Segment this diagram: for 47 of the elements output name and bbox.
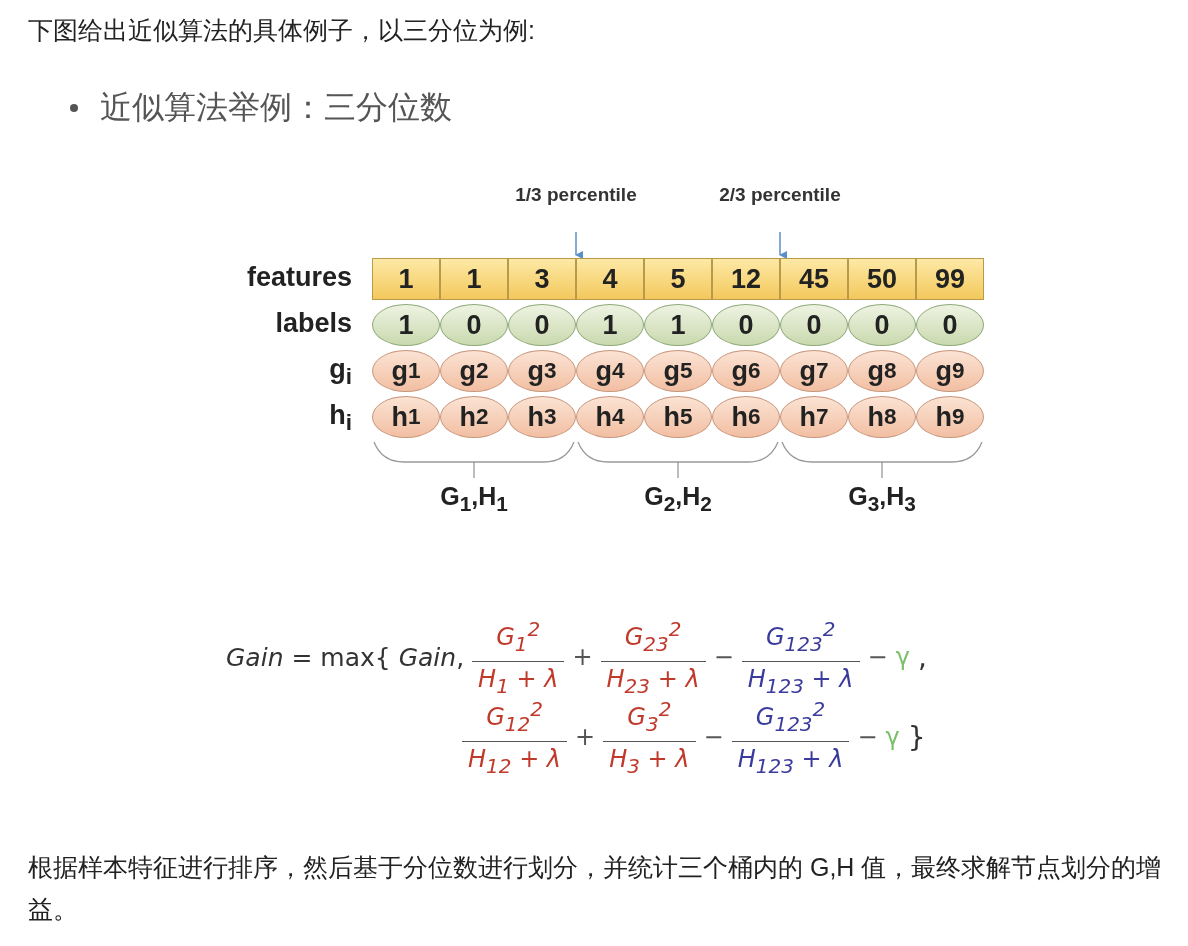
formula-symbol: γ	[885, 723, 900, 752]
label-oval: 0	[440, 304, 508, 346]
intro-text: 下图给出近似算法的具体例子，以三分位为例:	[28, 15, 535, 46]
label-oval: 0	[508, 304, 576, 346]
label-oval: 1	[576, 304, 644, 346]
feature-cell: 45	[780, 258, 848, 300]
summary-text: 根据样本特征进行排序，然后基于分位数进行划分，并统计三个桶内的 G,H 值，最终求解节点划分的增益。	[28, 852, 1163, 925]
label-oval: 1	[644, 304, 712, 346]
feature-cell: 1	[440, 258, 508, 300]
formula-operator: +	[572, 643, 593, 672]
formula-symbol: }	[907, 720, 926, 754]
formula-operator: −	[703, 723, 724, 752]
formula-denominator: H$_{3}$ + λ	[603, 740, 696, 783]
label-oval: 0	[780, 304, 848, 346]
group-label: G$_{2}$,H$_{2}$	[643, 482, 713, 516]
label-oval: 0	[712, 304, 780, 346]
formula-operator: −	[713, 643, 734, 672]
feature-cell: 50	[848, 258, 916, 300]
formula-text: Gain = max{ Gain,	[226, 642, 465, 672]
formula-symbol: γ	[895, 643, 910, 672]
row-label: h$_{i}$	[328, 400, 352, 437]
feature-cell: 4	[576, 258, 644, 300]
formula-operator: −	[857, 723, 878, 752]
feature-cell: 99	[916, 258, 984, 300]
formula-denominator: H$_{12}$ + λ	[462, 740, 568, 783]
label-oval: 1	[372, 304, 440, 346]
formula-denominator: H$_{123}$ + λ	[731, 740, 850, 783]
formula-operator: +	[575, 723, 596, 752]
feature-cell: 3	[508, 258, 576, 300]
row-label: g$_{i}$	[328, 354, 352, 391]
formula-denominator: H$_{1}$ + λ	[472, 660, 565, 703]
label-oval: 0	[916, 304, 984, 346]
bullet-heading: 近似算法举例：三分位数	[100, 87, 452, 128]
group-label: G$_{1}$,H$_{1}$	[439, 482, 509, 516]
formula-operator: −	[867, 643, 888, 672]
group-label: G$_{3}$,H$_{3}$	[847, 482, 917, 516]
percentile-label: 1/3 percentile	[514, 184, 638, 206]
formula-denominator: H$_{123}$ + λ	[741, 660, 860, 703]
row-label: labels	[274, 308, 352, 339]
formula-denominator: H$_{23}$ + λ	[600, 660, 706, 703]
feature-cell: 12	[712, 258, 780, 300]
row-label: features	[245, 262, 352, 293]
feature-cell: 1	[372, 258, 440, 300]
percentile-label: 2/3 percentile	[718, 184, 842, 206]
formula-symbol: ,	[917, 640, 927, 674]
feature-cell: 5	[644, 258, 712, 300]
label-oval: 0	[848, 304, 916, 346]
